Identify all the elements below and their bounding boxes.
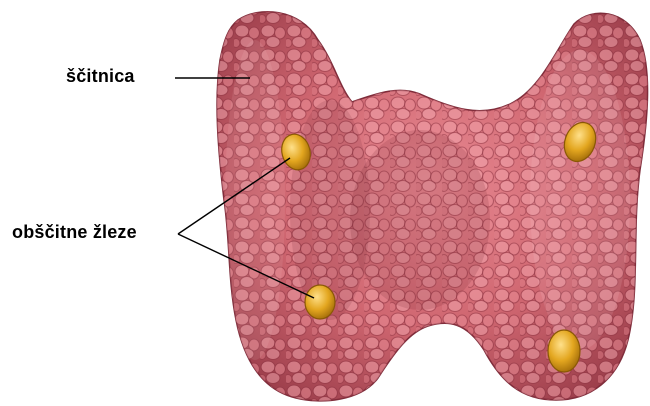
- parathyroid-label: obščitne žleze: [12, 222, 137, 243]
- lobule-texture: [200, 0, 650, 406]
- parathyroid-gland-lower-left: [305, 285, 335, 319]
- parathyroid-gland-lower-right: [548, 330, 580, 372]
- thyroid-label: ščitnica: [66, 66, 135, 87]
